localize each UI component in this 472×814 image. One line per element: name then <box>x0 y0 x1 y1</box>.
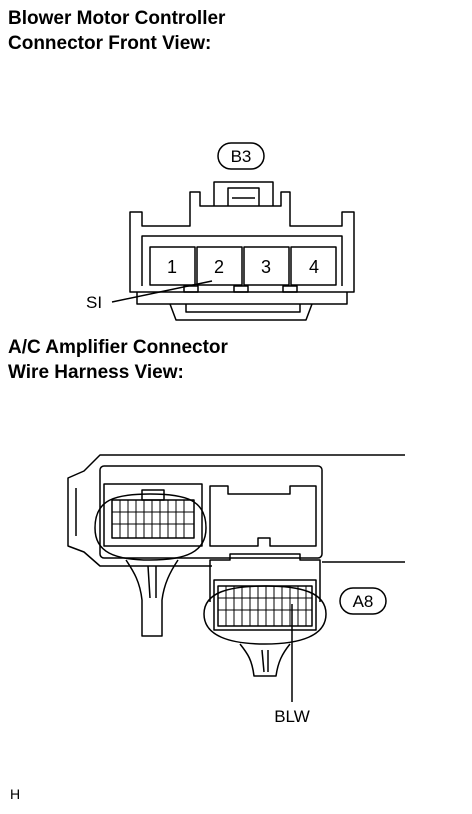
pin-cavity-3 <box>243 246 290 286</box>
a8-label: A8 <box>353 592 374 611</box>
figure-code: H <box>10 786 21 802</box>
b3-label: B3 <box>231 147 252 166</box>
blower-connector-heading: Blower Motor Controller Connector Front … <box>8 6 225 56</box>
left-connector <box>103 483 203 547</box>
right-connector-empty <box>209 485 317 547</box>
pin-cavity-4 <box>290 246 337 286</box>
pin-cavity-2 <box>196 246 243 286</box>
a8-connector-assembly: A8 BLW <box>67 454 405 726</box>
b3-label-bubble <box>217 142 265 170</box>
a8-harness-loom <box>203 585 327 645</box>
heading-line: Blower Motor Controller <box>8 8 226 29</box>
pin-cavity-1 <box>149 246 196 286</box>
blw-callout-label: BLW <box>274 707 310 726</box>
amplifier-connector-heading: A/C Amplifier Connector Wire Harness Vie… <box>8 335 228 385</box>
a8-harness-wires <box>239 643 291 677</box>
amplifier-housing <box>99 465 323 559</box>
heading-line: Connector Front View: <box>8 33 212 54</box>
pin-number-3: 3 <box>261 257 271 277</box>
pin-number-2: 2 <box>214 257 224 277</box>
si-callout-label: SI <box>86 293 102 312</box>
a8-pin-grid <box>218 586 312 626</box>
b3-housing <box>129 191 355 293</box>
heading-line: Wire Harness View: <box>8 362 184 383</box>
a8-housing <box>209 553 321 602</box>
amplifier-body-outline <box>67 454 405 567</box>
left-harness-wires <box>125 559 179 637</box>
left-pin-grid <box>112 500 194 538</box>
heading-line: A/C Amplifier Connector <box>8 337 228 358</box>
left-harness-loom <box>94 493 207 561</box>
pin-number-4: 4 <box>309 257 319 277</box>
si-leader-line <box>111 280 213 303</box>
b3-connector: B3 1 2 3 4 SI <box>86 142 355 321</box>
latch <box>213 181 274 206</box>
a8-label-bubble <box>339 587 387 615</box>
pin-number-1: 1 <box>167 257 177 277</box>
